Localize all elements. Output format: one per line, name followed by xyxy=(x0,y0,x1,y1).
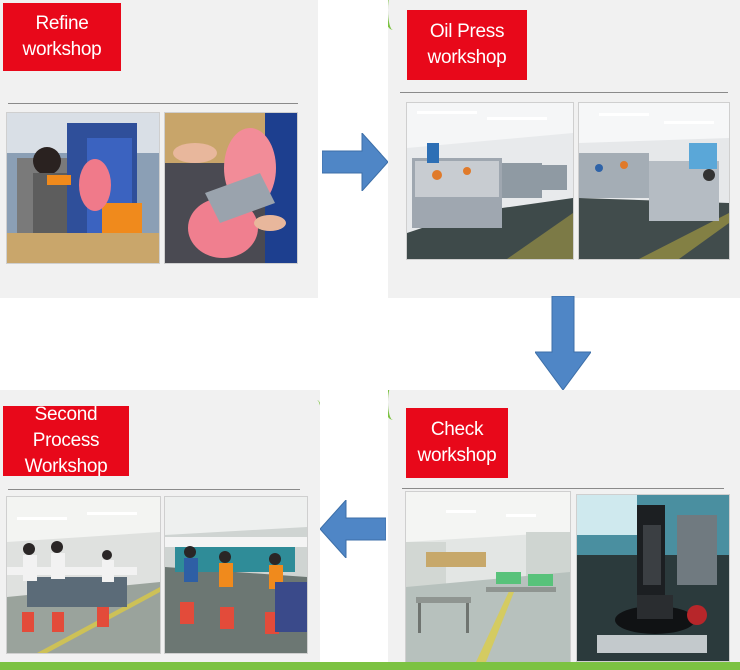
refine-photo-operator xyxy=(6,112,160,264)
green-swoosh xyxy=(388,390,402,420)
refine-label: Refine workshop xyxy=(3,3,121,71)
refine-photo-closeup xyxy=(164,112,298,264)
second-process-label: Second Process Workshop xyxy=(3,404,129,477)
check-label: Check workshop xyxy=(406,408,508,478)
green-swoosh xyxy=(302,400,320,670)
second-process-photo-right xyxy=(164,496,308,654)
check-label-line1: Check xyxy=(430,419,484,440)
bottom-accent-bar xyxy=(0,662,740,670)
oil-press-photo-line-right xyxy=(578,102,730,260)
second-process-photo-left xyxy=(6,496,161,654)
second-process-label-line1: Second Process xyxy=(32,404,100,451)
oil-press-photo-line-left xyxy=(406,102,574,260)
oil-press-label-line1: Oil Press xyxy=(429,21,505,42)
check-photo-microscope xyxy=(576,494,730,662)
divider xyxy=(8,103,298,104)
check-label-line2: workshop xyxy=(417,445,497,466)
oil-press-label-line2: workshop xyxy=(427,47,507,68)
green-swoosh xyxy=(300,0,318,298)
second-process-panel: Second Process Workshop xyxy=(0,390,320,670)
down-arrow xyxy=(535,296,591,390)
refine-label-text: Refine workshop xyxy=(22,13,102,60)
oil-press-label: Oil Press workshop xyxy=(407,10,527,80)
right-arrow xyxy=(322,133,388,191)
divider xyxy=(8,489,300,490)
oil-press-panel: Oil Press workshop xyxy=(388,0,740,298)
divider xyxy=(402,488,724,489)
check-photo-room xyxy=(405,491,571,663)
green-swoosh xyxy=(388,0,402,30)
left-arrow xyxy=(320,500,386,558)
second-process-label-line2: Workshop xyxy=(24,456,108,477)
divider xyxy=(400,92,728,93)
check-panel: Check workshop xyxy=(388,390,740,670)
refine-panel: Refine workshop xyxy=(0,0,318,298)
